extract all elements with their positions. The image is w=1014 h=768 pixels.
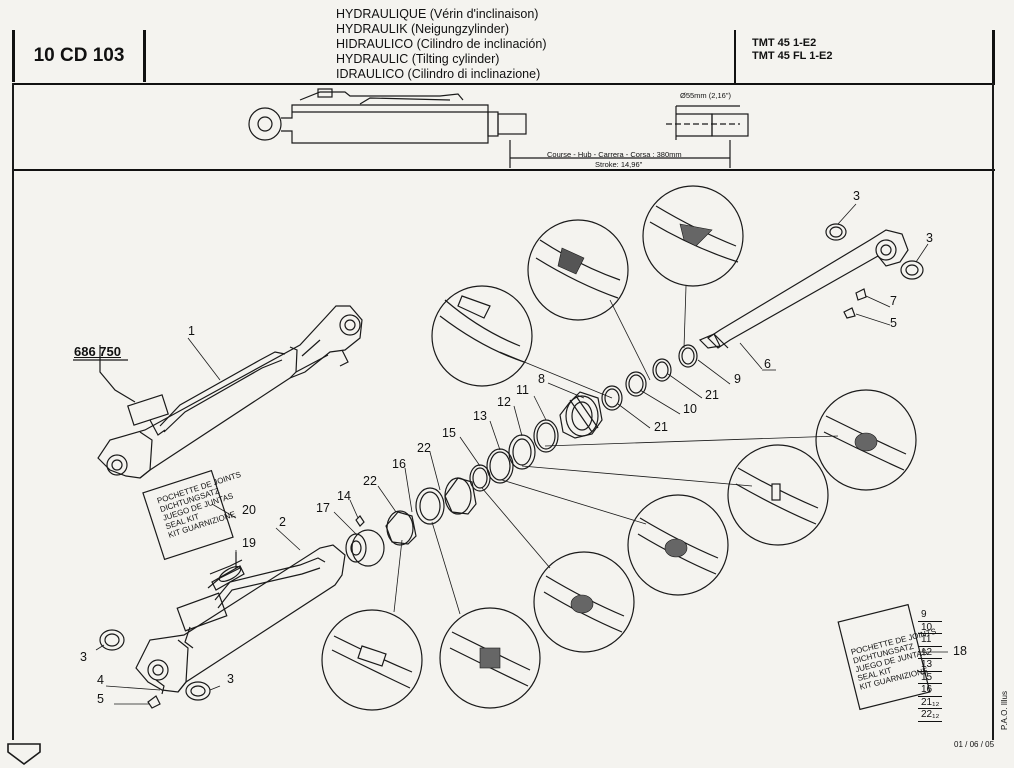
kit-list-item: 13 [918,659,943,672]
model-2: TMT 45 FL 1-E2 [752,50,833,62]
title-it: IDRAULICO (Cilindro di inclinazione) [336,67,541,81]
revision-date: 01 / 06 / 05 [954,740,995,749]
seal-kit-parts-list: 9 10 11 12 13 15 16 21₁₂ 22₁₂ [918,609,943,722]
cylinder-assembly-1 [73,305,363,479]
right-frame-bar [992,30,995,84]
callout-2: 2 [279,515,286,529]
stroke-metric: Course - Hub - Carrera - Corsa : 380mm [547,150,682,159]
callout-10: 10 [683,402,697,416]
callout-15: 15 [442,426,456,440]
callout-8: 8 [538,372,545,386]
callout-3: 3 [853,189,860,203]
part-code: 686 750 [74,344,121,359]
leader-lines [95,203,948,705]
overview-cylinder [248,88,749,168]
callout-11: 11 [516,383,529,397]
callout-22: 22 [417,441,431,455]
model-1: TMT 45 1-E2 [752,37,817,49]
piston-rod-assembly [698,223,924,349]
header-rule [12,83,995,85]
callout-20: 20 [242,503,256,517]
kit-list-item: 11 [918,634,943,647]
kit-list-item: 21₁₂ [918,697,943,709]
callout-16: 16 [392,457,406,471]
callout-17: 17 [316,501,330,515]
rod-diameter: Ø55mm (2,16") [680,91,732,100]
illustrator-credit: P.A.O. Illus [1000,691,1009,730]
seal-rings [211,344,698,591]
callout-7: 7 [890,294,897,308]
callout-3: 3 [926,231,933,245]
callout-12: 12 [497,395,511,409]
callout-5: 5 [890,316,897,330]
kit-list-item: 10 [918,622,943,634]
kit-list-item: 12 [918,647,943,659]
kit-list-item: 16 [918,684,943,697]
title-en: HYDRAULIC (Tilting cylinder) [336,52,500,66]
callout-21: 21 [654,420,668,434]
callout-4: 4 [97,673,104,687]
callout-1: 1 [188,324,195,338]
cylinder-assembly-2 [99,544,346,709]
title-es: HIDRAULICO (Cilindro de inclinación) [336,37,547,51]
callout-18: 18 [953,644,967,658]
overview-rule [12,169,995,171]
title-block: HYDRAULIQUE (Vérin d'inclinaison) HYDRAU… [336,7,547,82]
stroke-imperial: Stroke: 14,96" [595,160,643,169]
callout-13: 13 [473,409,487,423]
kit-list-item: 9 [918,609,943,622]
callout-14: 14 [337,489,351,503]
kit-list-item: 15 [918,672,943,684]
callout-3: 3 [80,650,87,664]
model-separator [734,30,736,84]
callout-6: 6 [764,357,771,371]
title-de: HYDRAULIK (Neigungzylinder) [336,22,509,36]
callout-22: 22 [363,474,377,488]
model-list: TMT 45 1-E2 TMT 45 FL 1-E2 [752,37,832,63]
callout-3: 3 [227,672,234,686]
callout-19: 19 [242,536,256,550]
callout-21: 21 [705,388,719,402]
kit-list-item: 22₁₂ [918,709,943,722]
title-fr: HYDRAULIQUE (Vérin d'inclinaison) [336,7,539,21]
seal-kit-box-left [142,469,234,561]
document-code: 10 CD 103 [12,30,146,82]
callout-5: 5 [97,692,104,706]
seal-kit-box-right [837,603,931,711]
down-arrow-icon [7,743,41,765]
callout-9: 9 [734,372,741,386]
detail-circles [321,185,917,711]
